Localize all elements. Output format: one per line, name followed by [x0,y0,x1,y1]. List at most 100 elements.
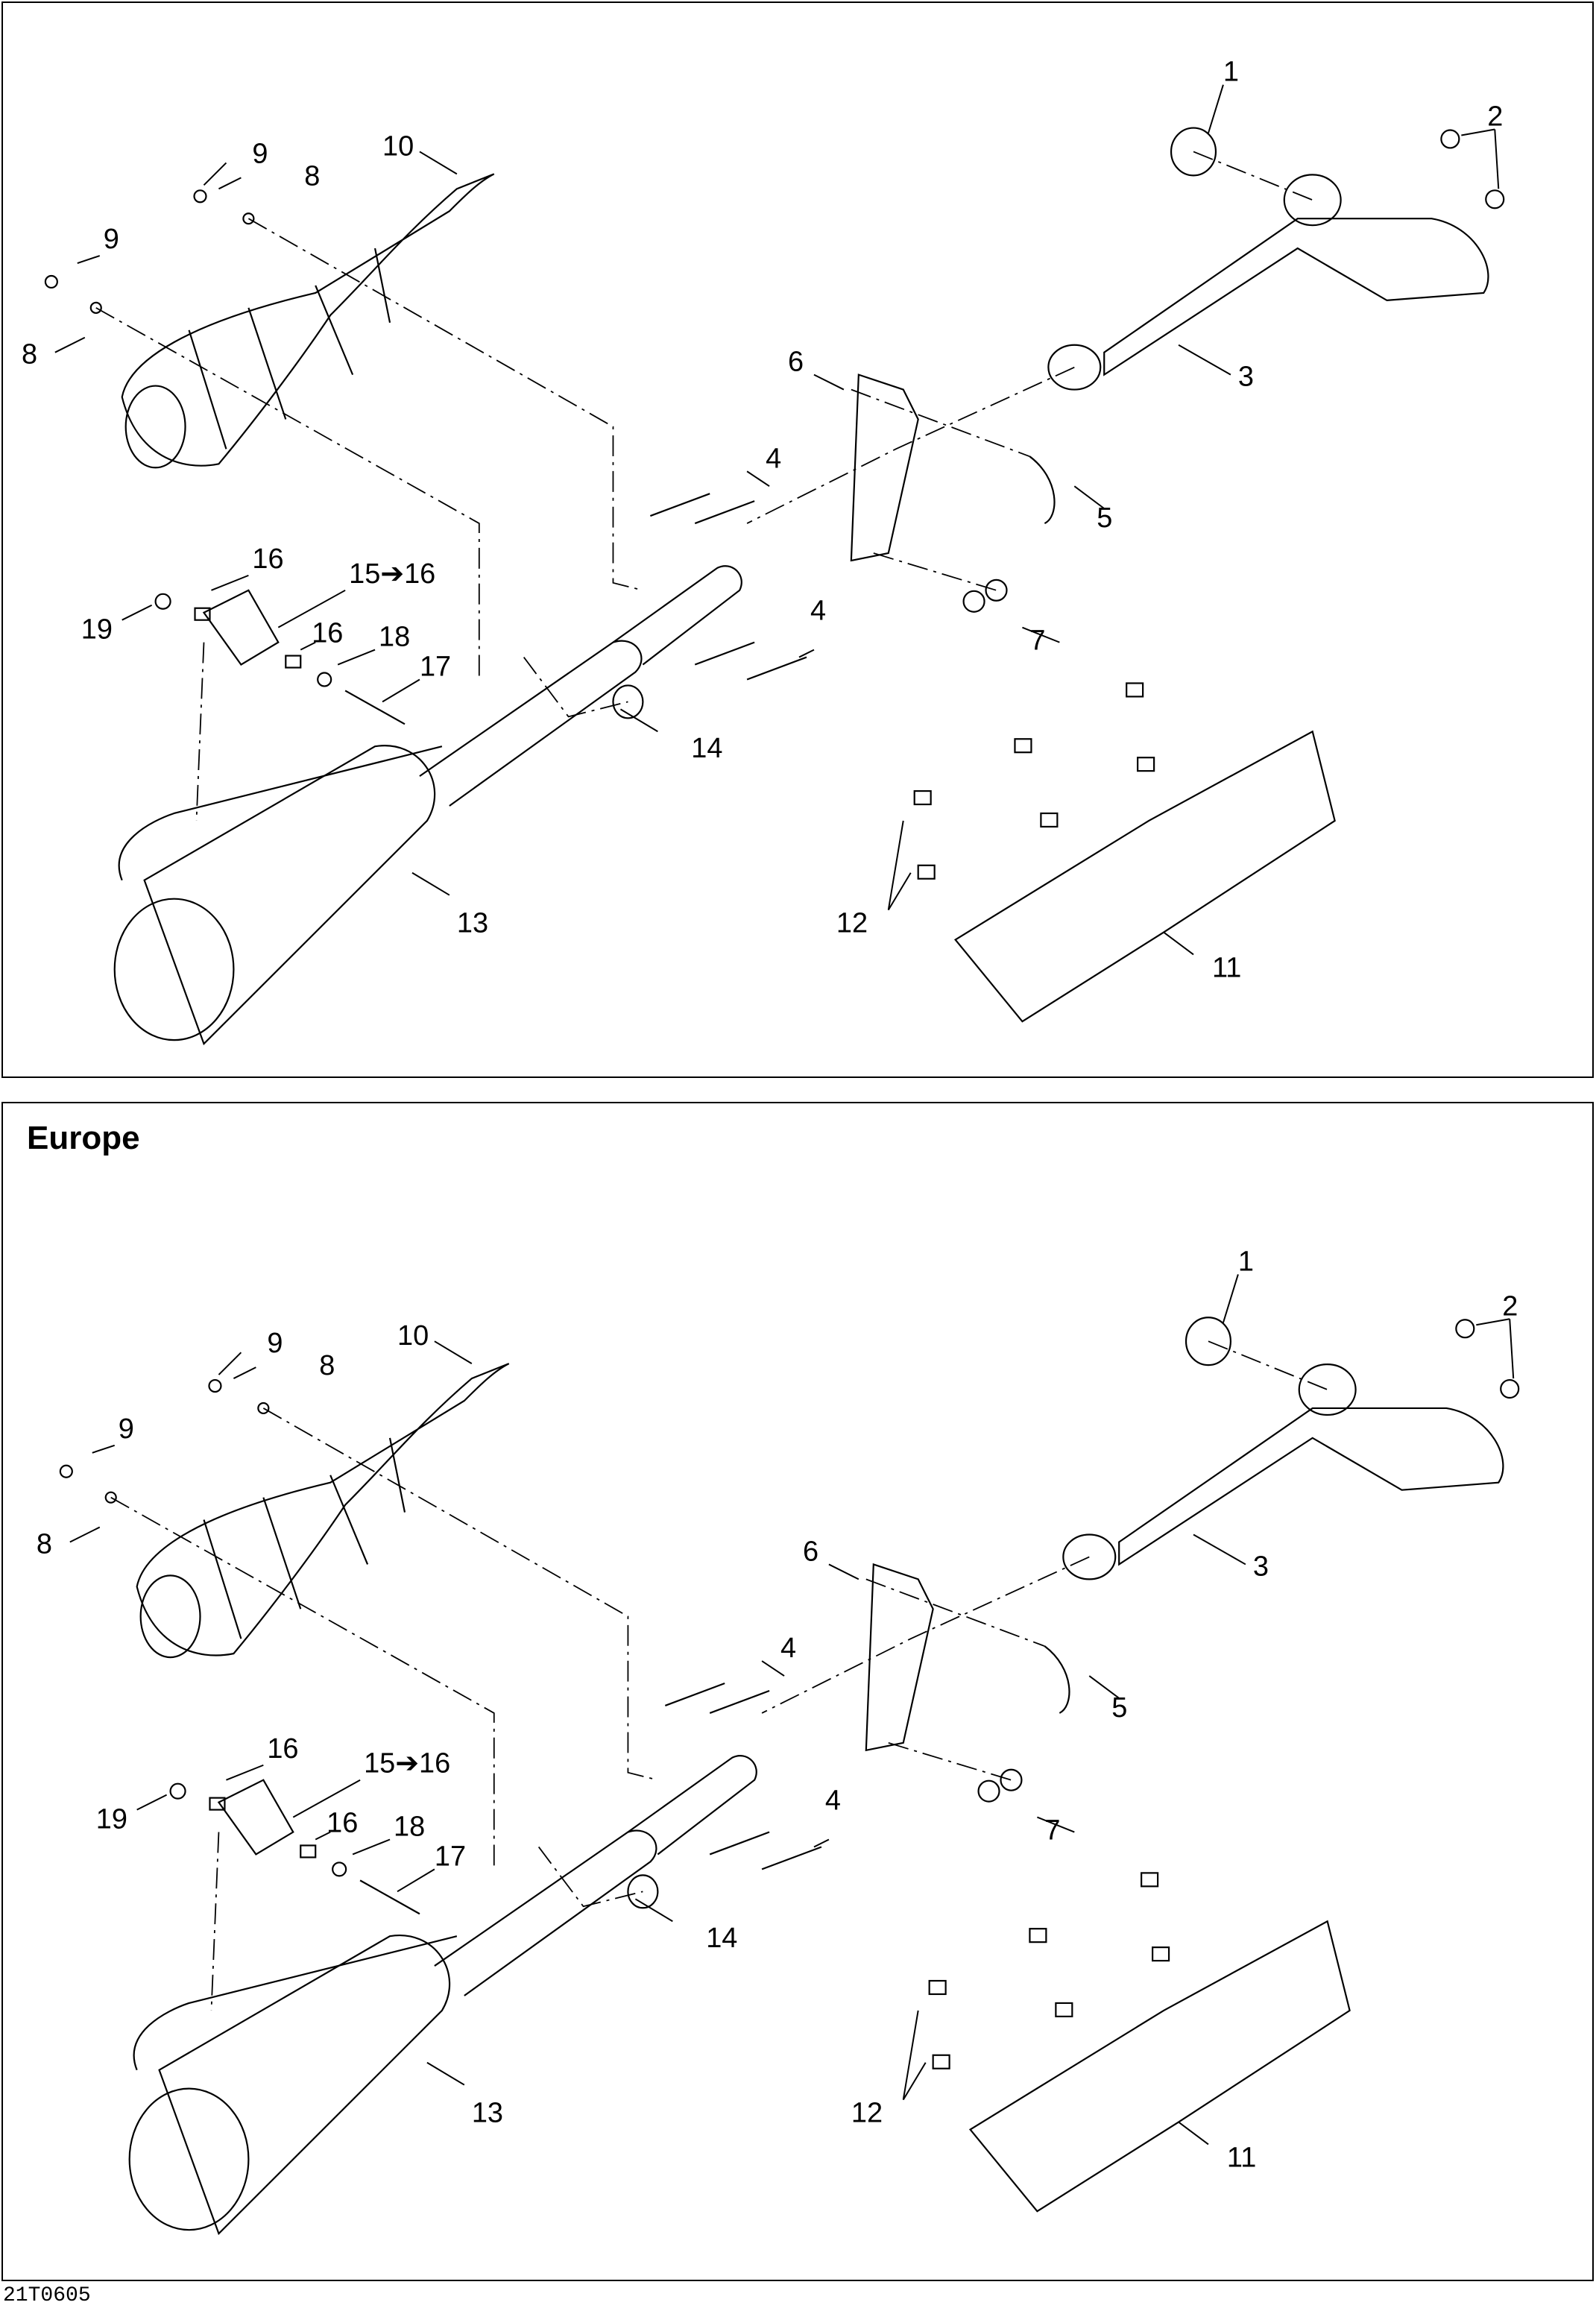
leader-lines [54,84,1500,956]
part-bracket [217,1779,294,1856]
callout-8b: 8 [304,160,320,192]
callout-19: 19 [81,614,113,646]
leader-lines [69,1274,1515,2146]
part-muffler [128,1755,757,2236]
reference-code: 21T0605 [3,2284,91,2307]
part-springs [664,1683,822,1870]
callout-16: 16 [267,1733,298,1765]
part-washer [317,672,332,687]
callout-9b: 9 [119,1413,134,1445]
callout-12: 12 [851,2098,883,2129]
part-bolt [985,578,1008,602]
part-washer [332,1861,347,1877]
callout-18: 18 [379,622,410,653]
part-bushing [194,607,211,621]
callout-9b: 9 [104,224,119,255]
callout-9: 9 [267,1328,283,1359]
part-bolt-long [359,1879,420,1915]
part-bolt [962,590,985,613]
part-hose [1029,455,1056,525]
part-bushing [285,655,302,669]
part-muffler [113,565,742,1046]
callout-16b: 16 [312,618,343,649]
part-screw [59,1464,73,1478]
callout-11: 11 [1212,952,1241,983]
callout-13: 13 [457,908,488,939]
callout-4: 4 [780,1633,796,1664]
diagram-panel-europe: 1 2 3 4 4 5 6 7 8 8 9 9 10 11 12 13 14 1… [1,1102,1594,2281]
callout-18: 18 [394,1812,425,1843]
part-lower-shield [968,1920,1351,2213]
callout-19: 19 [96,1804,127,1835]
callout-1: 1 [1238,1246,1254,1277]
part-nut [1455,1319,1475,1339]
callout-15: 15➔16 [349,558,435,590]
callout-17: 17 [435,1841,466,1872]
callout-4: 4 [766,443,781,474]
callout-16b: 16 [327,1808,358,1839]
panel-title: Europe [27,1120,140,1156]
callout-6: 6 [803,1536,818,1567]
part-grommet [627,1874,659,1909]
part-hose [1044,1645,1070,1714]
part-washer [104,1491,117,1504]
part-exhaust-pipe [1062,1364,1504,1580]
callout-8b: 8 [319,1350,335,1381]
part-clips [913,682,1155,880]
part-nut [1500,1378,1520,1399]
callout-11: 11 [1227,2142,1256,2173]
part-support-bracket [850,373,919,562]
part-screw [208,1378,222,1393]
part-exhaust-pipe [1047,174,1489,391]
part-clips [928,1872,1170,2069]
callout-3: 3 [1238,362,1254,393]
callout-7: 7 [1044,1815,1060,1847]
callout-14: 14 [691,733,722,764]
part-nut [1485,189,1505,209]
part-bushing [300,1844,317,1859]
callout-6: 6 [788,347,804,378]
callout-9: 9 [252,138,268,169]
part-bracket [202,589,280,666]
callout-8: 8 [37,1528,52,1560]
part-washer [257,1402,270,1415]
callout-3: 3 [1253,1551,1269,1582]
part-gasket [1185,1317,1232,1366]
callout-2: 2 [1487,101,1503,133]
callout-16: 16 [252,543,283,575]
callout-5: 5 [1097,502,1112,534]
part-nut [154,593,171,610]
callout-14: 14 [706,1923,737,1954]
exploded-view-drawing: 1 2 3 4 4 5 6 7 8 8 9 9 10 11 12 13 14 1… [37,1246,1520,2236]
callout-8: 8 [22,339,37,371]
part-bushing [209,1797,226,1811]
callout-15: 15➔16 [364,1748,450,1779]
callout-17: 17 [420,652,451,683]
callout-10: 10 [382,130,414,162]
part-gasket [1170,127,1217,177]
callout-10: 10 [397,1320,429,1352]
part-support-bracket [865,1563,934,1752]
callout-12: 12 [836,908,868,939]
part-nut [1440,129,1460,149]
part-screw [44,274,58,289]
callout-4b: 4 [825,1785,841,1817]
callout-13: 13 [472,2098,503,2129]
part-washer [89,301,102,314]
part-heat-shield [136,1363,510,1659]
part-bolt [1000,1768,1023,1791]
part-bolt-long [344,690,406,725]
part-nut [169,1782,186,1800]
part-lower-shield [953,730,1336,1023]
part-springs [649,493,807,681]
part-heat-shield [121,173,495,469]
callout-2: 2 [1502,1290,1518,1322]
callout-7: 7 [1029,625,1045,657]
part-bolt [977,1779,1000,1803]
part-screw [193,189,207,204]
callout-5: 5 [1111,1692,1127,1724]
callout-1: 1 [1223,57,1239,88]
part-washer [242,212,255,225]
callout-4b: 4 [810,596,826,627]
exploded-view-drawing: 1 2 3 4 4 5 6 7 8 8 9 9 10 11 12 13 14 1… [22,57,1505,1046]
